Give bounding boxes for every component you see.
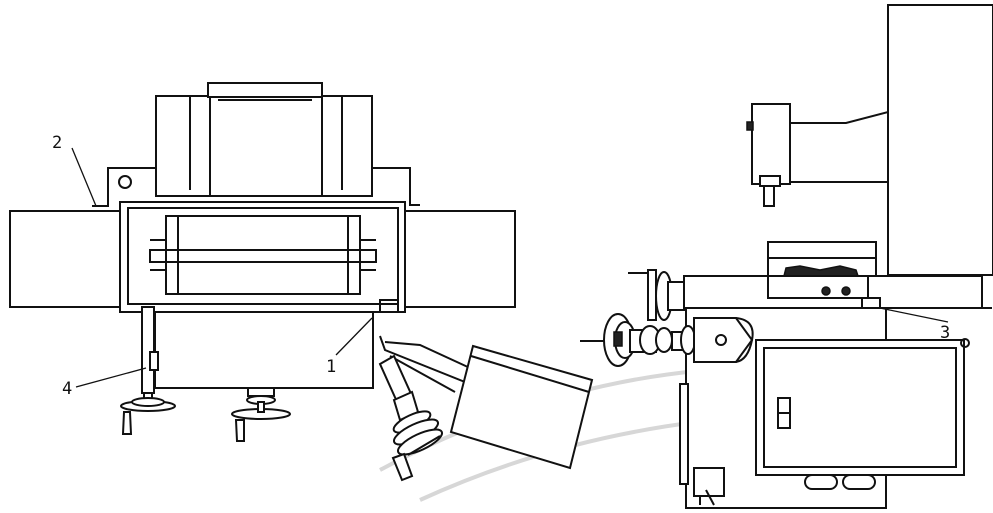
callout-1: 1: [326, 357, 336, 377]
spindle-head: [751, 103, 791, 185]
callout-4: 4: [62, 379, 72, 399]
leveling-foot-left: [120, 392, 176, 435]
callout-4-leader: [75, 367, 147, 388]
callout-2: 2: [52, 133, 62, 153]
handwheel-angled: [378, 354, 444, 482]
leveling-foot-center: [231, 387, 291, 442]
handwheel-crossfeed: [580, 313, 754, 367]
side-view: 3: [580, 4, 993, 509]
callout-2-leader: [71, 147, 97, 207]
callout-3: 3: [940, 323, 950, 343]
bolt-icon: [118, 175, 132, 189]
motor-box: [693, 467, 725, 497]
callout-3-leader: [879, 307, 949, 323]
control-pendant: [449, 344, 594, 470]
handwheel-table: [628, 269, 685, 321]
column: [887, 4, 993, 276]
callout-1-leader: [335, 317, 373, 356]
front-view: 2 1 4: [9, 82, 594, 482]
wheel-head: [155, 95, 373, 197]
